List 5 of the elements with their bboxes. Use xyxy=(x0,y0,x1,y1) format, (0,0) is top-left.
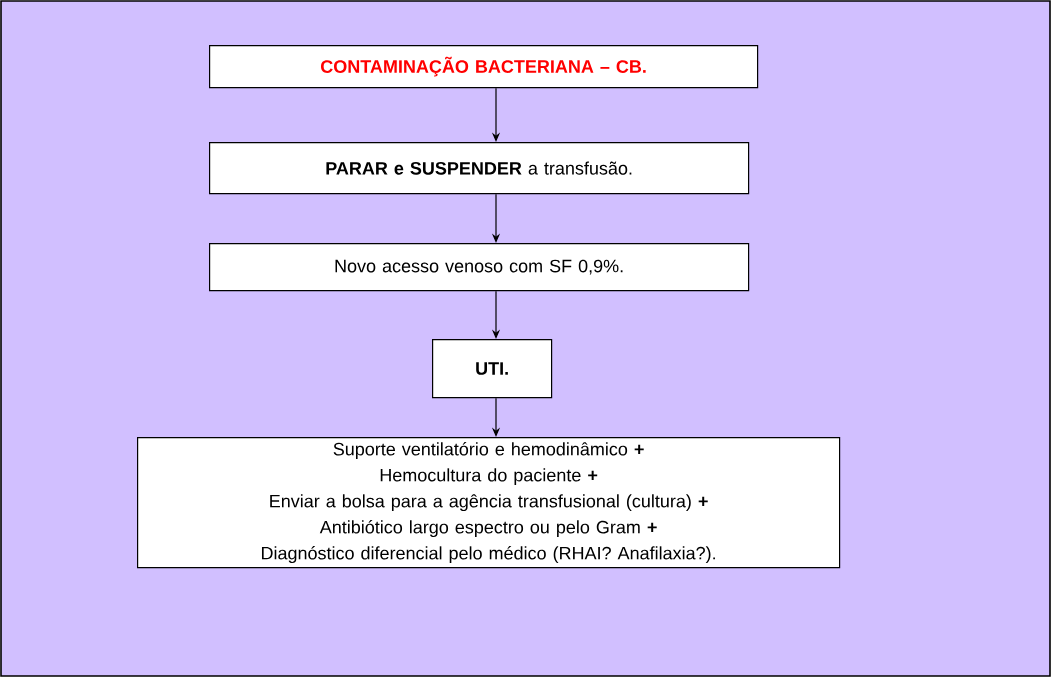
process-box: Suporte ventilatório e hemodinâmico + Hemocultura do paciente + Enviar a bolsa para a agência transfusional (cultura) + Antibiótico largo espectro ou pelo Gram + Diagnóstico diferencial pelo médico (RHAI? Anafilaxia?). xyxy=(137,437,841,569)
process-box: PARAR e SUSPENDER a transfusão. xyxy=(209,142,750,195)
process-box: Novo acesso venoso com SF 0,9%. xyxy=(209,243,750,292)
process-box: UTI. xyxy=(432,339,553,399)
process-box: CONTAMINAÇÃO BACTERIANA – CB. xyxy=(209,45,759,89)
